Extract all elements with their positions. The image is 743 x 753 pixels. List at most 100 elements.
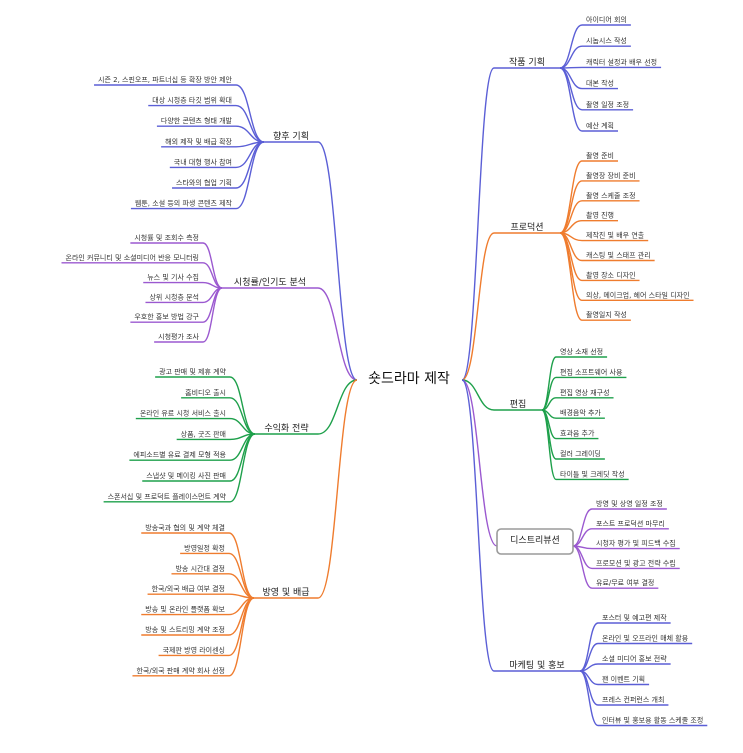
leaf-link	[235, 141, 265, 189]
leaf-topic[interactable]: 촬영 준비	[586, 151, 614, 160]
leaf-link	[541, 356, 557, 411]
leaf-topic[interactable]: 온라인 유료 시청 서비스 출시	[140, 409, 226, 418]
leaf-topic[interactable]: 인터뷰 및 홍보용 활동 스케줄 조정	[602, 716, 703, 725]
leaf-topic[interactable]: 방송 및 온라인 플랫폼 확보	[145, 605, 225, 614]
leaf-topic[interactable]: 프로모션 및 광고 전략 수립	[596, 558, 676, 567]
branch-topic[interactable]: 편집	[510, 398, 527, 410]
leaf-topic[interactable]: 해외 제작 및 배급 확장	[165, 137, 232, 146]
leaf-link	[559, 232, 583, 301]
leaf-topic[interactable]: 대상 시청층 타깃 범위 확대	[152, 96, 232, 105]
branch-link	[461, 379, 498, 547]
leaf-topic[interactable]: 촬영 스케줄 조정	[586, 191, 636, 200]
leaf-topic[interactable]: 배경음악 추가	[560, 408, 601, 417]
leaf-topic[interactable]: 광고 판매 및 제휴 계약	[159, 367, 226, 376]
leaf-topic[interactable]: 상품, 굿즈 판매	[181, 429, 226, 438]
leaf-topic[interactable]: 시청자 평가 및 피드백 수집	[596, 539, 676, 548]
leaf-topic[interactable]: 제작진 및 배우 연출	[586, 231, 645, 240]
leaf-topic[interactable]: 한국/외국 판매 계약 회사 선정	[136, 666, 225, 675]
branch-topic[interactable]: 프로덕션	[510, 222, 543, 233]
leaf-topic[interactable]: 시청률 및 조회수 측정	[134, 233, 199, 242]
branch-link	[461, 67, 495, 381]
branch-topic[interactable]: 디스트리뷰션	[496, 528, 574, 555]
branch-link	[461, 379, 495, 672]
leaf-topic[interactable]: 프레스 컨퍼런스 개최	[602, 695, 664, 704]
leaf-topic[interactable]: 컬러 그레이딩	[560, 449, 601, 458]
branch-topic[interactable]: 방영 및 배급	[262, 586, 309, 598]
leaf-topic[interactable]: 한국/외국 배급 여부 결정	[152, 584, 225, 593]
root-topic[interactable]: 숏드라마 제작	[368, 371, 450, 387]
leaf-link	[559, 67, 583, 111]
leaf-link	[228, 532, 255, 599]
leaf-topic[interactable]: 스타와의 협업 기획	[176, 178, 232, 187]
branch-label: 시청률/인기도 분석	[234, 277, 306, 288]
leaf-topic[interactable]: 캐릭터 설정과 배우 선정	[586, 57, 657, 66]
leaf-topic[interactable]: 편집 영상 재구성	[560, 388, 610, 397]
leaf-topic[interactable]: 대본 작성	[586, 79, 614, 88]
leaf-topic[interactable]: 스냅샷 및 메이킹 사진 판매	[146, 471, 226, 480]
leaf-topic[interactable]: 의상, 메이크업, 헤어 스타일 디자인	[586, 290, 690, 299]
leaf-topic[interactable]: 시청평가 조사	[158, 332, 199, 341]
leaf-topic[interactable]: 캐스팅 및 스태프 관리	[586, 251, 651, 260]
leaf-link	[202, 242, 223, 289]
leaf-topic[interactable]: 온라인 및 오프라인 매체 활용	[602, 634, 689, 643]
leaf-topic[interactable]: 온라인 커뮤니티 및 소셜미디어 반응 모니터링	[66, 253, 200, 262]
leaf-topic[interactable]: 방송국과 협의 및 계약 체결	[145, 523, 225, 532]
branch-topic[interactable]: 향후 기획	[273, 130, 309, 142]
leaf-topic[interactable]: 효과음 추가	[560, 429, 595, 438]
branch-label: 디스트리뷰션	[510, 535, 560, 546]
leaf-topic[interactable]: 방송 및 스트리밍 계약 조정	[145, 625, 225, 634]
leaf-topic[interactable]: 시놉시스 작성	[586, 36, 627, 45]
leaf-topic[interactable]: 국제판 방영 라이센싱	[163, 645, 225, 654]
branch-label: 수익화 전략	[264, 422, 308, 434]
leaf-topic[interactable]: 타이틀 및 크레딧 작성	[560, 469, 625, 478]
leaf-topic[interactable]: 뉴스 및 기사 수집	[147, 273, 199, 282]
leaf-link	[559, 232, 583, 321]
leaf-topic[interactable]: 촬영 장소 디자인	[586, 270, 636, 279]
leaf-link	[228, 552, 255, 599]
leaf-topic[interactable]: 팬 이벤트 기획	[602, 675, 645, 684]
leaf-topic[interactable]: 영상 소재 선정	[560, 347, 603, 356]
leaf-topic[interactable]: 촬영일지 작성	[586, 310, 627, 319]
leaf-link	[541, 409, 557, 481]
leaf-topic[interactable]: 촬영 진행	[586, 211, 614, 220]
leaf-topic[interactable]: 예산 계획	[586, 121, 614, 130]
leaf-link	[572, 528, 593, 547]
branch-topic[interactable]: 시청률/인기도 분석	[234, 277, 306, 288]
leaf-topic[interactable]: 촬영장 장비 준비	[586, 171, 636, 180]
leaf-topic[interactable]: 방영 및 상영 일정 조정	[596, 499, 663, 508]
leaf-topic[interactable]: 포스트 프로덕션 마무리	[596, 519, 665, 528]
leaf-topic[interactable]: 포스터 및 예고편 제작	[602, 613, 667, 622]
leaf-link	[229, 397, 256, 435]
branch-topic[interactable]: 마케팅 및 홍보	[509, 659, 564, 671]
branch-topic[interactable]: 수익화 전략	[264, 422, 308, 434]
leaf-link	[572, 508, 593, 547]
leaf-topic[interactable]: 아이디어 회의	[586, 15, 627, 24]
leaf-topic[interactable]: 방송 시간대 결정	[175, 564, 225, 573]
leaf-link	[579, 670, 599, 727]
leaf-topic[interactable]: 스폰서십 및 프로덕트 플레이스먼트 계약	[108, 492, 227, 501]
branch-label: 방영 및 배급	[262, 586, 309, 598]
leaf-topic[interactable]: 다양한 콘텐츠 형태 개발	[161, 116, 233, 125]
leaf-topic[interactable]: 방영일정 확정	[184, 543, 225, 552]
leaf-link	[229, 433, 256, 482]
branch-link	[317, 287, 358, 381]
leaf-link	[559, 45, 583, 69]
leaf-topic[interactable]: 웹툰, 소설 등의 파생 콘텐츠 제작	[135, 199, 233, 208]
leaf-topic[interactable]: 소셜 미디어 홍보 전략	[602, 654, 667, 663]
leaf-topic[interactable]: 상위 시청층 분석	[149, 292, 199, 301]
leaf-topic[interactable]: 국내 대형 행사 참여	[174, 157, 232, 166]
branch-link	[317, 141, 358, 381]
leaf-topic[interactable]: 우호한 홍보 방법 강구	[134, 312, 199, 321]
leaf-topic[interactable]: 편집 소프트웨어 사용	[560, 367, 623, 376]
branch-link	[317, 379, 358, 435]
leaf-topic[interactable]: 홈비디오 출시	[185, 388, 226, 397]
leaf-topic[interactable]: 촬영 일정 조정	[586, 100, 629, 109]
leaf-topic[interactable]: 에피소드별 유료 결제 모형 적용	[133, 450, 226, 459]
selection-box	[496, 528, 574, 555]
branch-topic[interactable]: 작품 기획	[509, 56, 545, 68]
leaf-topic[interactable]: 시즌 2, 스핀오프, 파트너십 등 확장 방안 제안	[98, 75, 233, 84]
branch-label: 편집	[510, 398, 527, 410]
leaf-topic[interactable]: 유료/무료 여부 결정	[596, 578, 654, 587]
leaf-link	[559, 67, 583, 132]
